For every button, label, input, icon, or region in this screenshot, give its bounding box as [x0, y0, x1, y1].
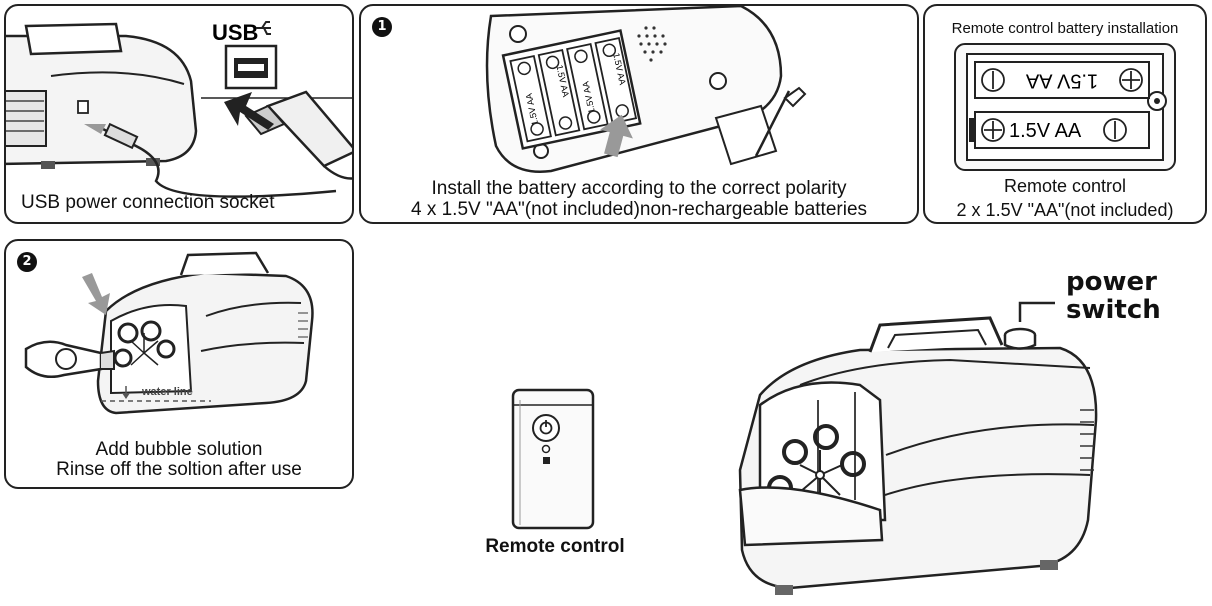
remote-battery-caption-line1: Remote control — [1003, 176, 1127, 196]
remote-battery-illustration: 1.5V AA 1.5V AA — [954, 43, 1176, 171]
bubble-solution-panel: 2 water line Add bubble solution Rinse o… — [4, 239, 354, 489]
remote-battery-caption-line2: 2 x 1.5V "AA"(not included) — [956, 200, 1174, 220]
remote-battery-panel: Remote control battery installation 1.5V… — [923, 4, 1207, 224]
step-number-1: 1 — [372, 17, 392, 37]
bubble-solution-illustration: water line — [24, 251, 314, 415]
battery-top-label: 1.5V AA — [1025, 70, 1098, 92]
usb-label: USB — [212, 20, 258, 45]
battery-bottom-label: 1.5V AA — [1009, 120, 1082, 142]
usb-caption: USB power connection socket — [21, 192, 275, 213]
power-switch-label-line1: power — [1066, 267, 1157, 297]
battery-installation-panel: 1 1.5V AA 1.5V AA 1.5V A — [359, 4, 919, 224]
power-switch-label: power switch — [1066, 268, 1161, 324]
solution-caption-line2: Rinse off the soltion after use — [56, 459, 302, 480]
usb-trident-icon — [256, 21, 271, 35]
battery-installation-illustration: 1.5V AA 1.5V AA 1.5V AA 1.5V AA — [485, 6, 807, 173]
remote-battery-title: Remote control battery installation — [951, 20, 1179, 37]
remote-control-label: Remote control — [485, 536, 625, 557]
usb-connection-illustration: USB — [6, 20, 352, 198]
battery-cell — [509, 36, 638, 143]
aa-battery-top: 1.5V AA — [974, 61, 1150, 99]
water-line-label: water line — [141, 386, 193, 398]
usb-connection-panel: USB USB power connection socket — [4, 4, 354, 224]
battery-caption-line2: 4 x 1.5V "AA"(not included)non-rechargea… — [410, 199, 868, 220]
step-number-2: 2 — [17, 252, 37, 272]
aa-battery-bottom: 1.5V AA — [969, 111, 1150, 149]
power-switch-label-line2: switch — [1066, 295, 1161, 325]
solution-caption-line1: Add bubble solution — [95, 439, 263, 460]
battery-caption-line1: Install the battery according to the cor… — [431, 178, 847, 199]
